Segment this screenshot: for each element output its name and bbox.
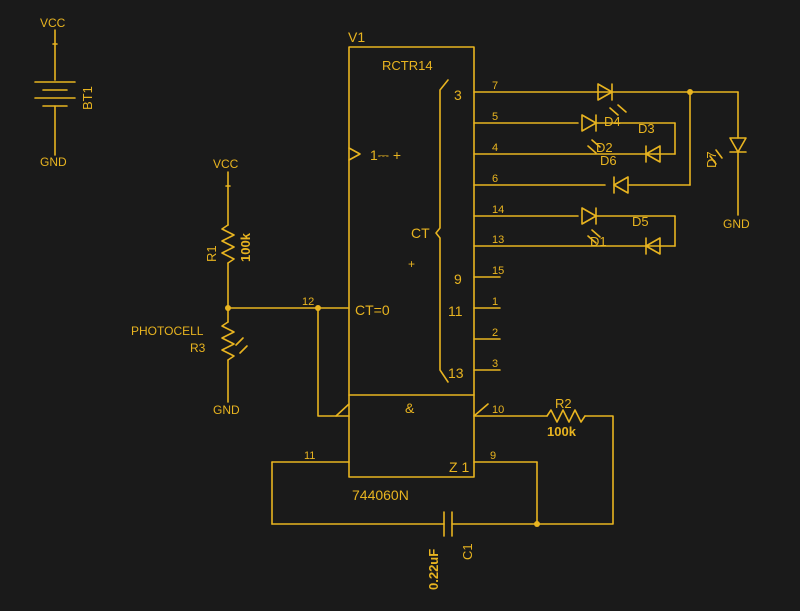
r1-ref: R1 xyxy=(204,245,219,262)
battery-bt1[interactable]: VCC GND BT1 xyxy=(34,16,95,169)
clock-symbol: 1⎓ + xyxy=(370,147,401,163)
c1-ref: C1 xyxy=(460,543,475,560)
gnd-label-3: GND xyxy=(723,217,750,231)
r3-ref: R3 xyxy=(190,341,206,355)
led-d4[interactable]: D4 xyxy=(581,114,676,155)
c1-value: 0.22uF xyxy=(426,549,441,590)
photocell-r3[interactable]: PHOTOCELL R3 GND xyxy=(131,307,248,417)
d5-ref: D5 xyxy=(632,214,649,229)
ic-v1[interactable]: V1 RCTR14 1⎓ + CT + CT=0 3 9 11 13 & Z 1… xyxy=(348,29,475,503)
output-pins: 7 5 4 6 14 13 15 1 2 3 xyxy=(473,80,691,371)
capacitor-c1[interactable]: C1 0.22uF xyxy=(426,511,538,590)
pin-2: 2 xyxy=(492,327,498,339)
out-bit-11: 11 xyxy=(448,303,463,319)
counter-name: RCTR14 xyxy=(382,58,433,73)
d2-ref: D2 xyxy=(596,140,613,155)
and-symbol: & xyxy=(405,400,415,416)
bt1-ref: BT1 xyxy=(80,86,95,110)
resistor-r2[interactable]: R2 100k xyxy=(546,396,586,439)
led-d5[interactable]: D5 xyxy=(581,207,676,247)
led-d3[interactable]: D3 xyxy=(597,83,655,136)
r1-value: 100k xyxy=(238,232,253,262)
pin-9: 9 xyxy=(490,450,496,462)
pin-15: 15 xyxy=(492,265,504,277)
z1-label: Z 1 xyxy=(449,459,469,475)
pin-10: 10 xyxy=(492,404,504,416)
ct-label: CT xyxy=(411,225,430,241)
pin-13: 13 xyxy=(492,234,504,246)
r2-ref: R2 xyxy=(555,396,572,411)
pin-reset: 12 xyxy=(302,296,314,308)
pin-6: 6 xyxy=(492,173,498,185)
pin-7: 7 xyxy=(492,80,498,92)
r2-value: 100k xyxy=(547,424,577,439)
d4-ref: D4 xyxy=(604,114,621,129)
gnd-label-1: GND xyxy=(40,155,67,169)
d3-ref: D3 xyxy=(638,121,655,136)
out-bit-9: 9 xyxy=(454,271,462,287)
d7-ref: D7 xyxy=(704,151,719,168)
resistor-r1[interactable]: VCC R1 100k xyxy=(204,157,253,264)
photocell-name: PHOTOCELL xyxy=(131,324,204,338)
pin-4: 4 xyxy=(492,142,498,154)
out-bit-13: 13 xyxy=(448,365,464,381)
led-d2[interactable]: D2 xyxy=(587,139,661,163)
led-d6[interactable]: D6 xyxy=(600,153,629,194)
pin-5: 5 xyxy=(492,111,498,123)
led-d7[interactable]: D7 GND xyxy=(704,91,750,231)
gate-name: 744060N xyxy=(352,487,409,503)
d1-ref: D1 xyxy=(590,234,607,249)
pin-11: 11 xyxy=(304,450,315,462)
vcc-label-1: VCC xyxy=(40,16,66,30)
chip-ref: V1 xyxy=(348,29,365,45)
ct-reset-label: CT=0 xyxy=(355,302,390,318)
vcc-label-2: VCC xyxy=(213,157,239,171)
pin-3: 3 xyxy=(492,358,498,370)
gnd-label-2: GND xyxy=(213,403,240,417)
d6-ref: D6 xyxy=(600,153,617,168)
plus-mark: + xyxy=(408,257,415,271)
led-d1[interactable]: D1 xyxy=(587,229,661,255)
pin-1: 1 xyxy=(492,296,498,308)
out-bit-3: 3 xyxy=(454,87,462,103)
pin-14: 14 xyxy=(492,204,504,216)
